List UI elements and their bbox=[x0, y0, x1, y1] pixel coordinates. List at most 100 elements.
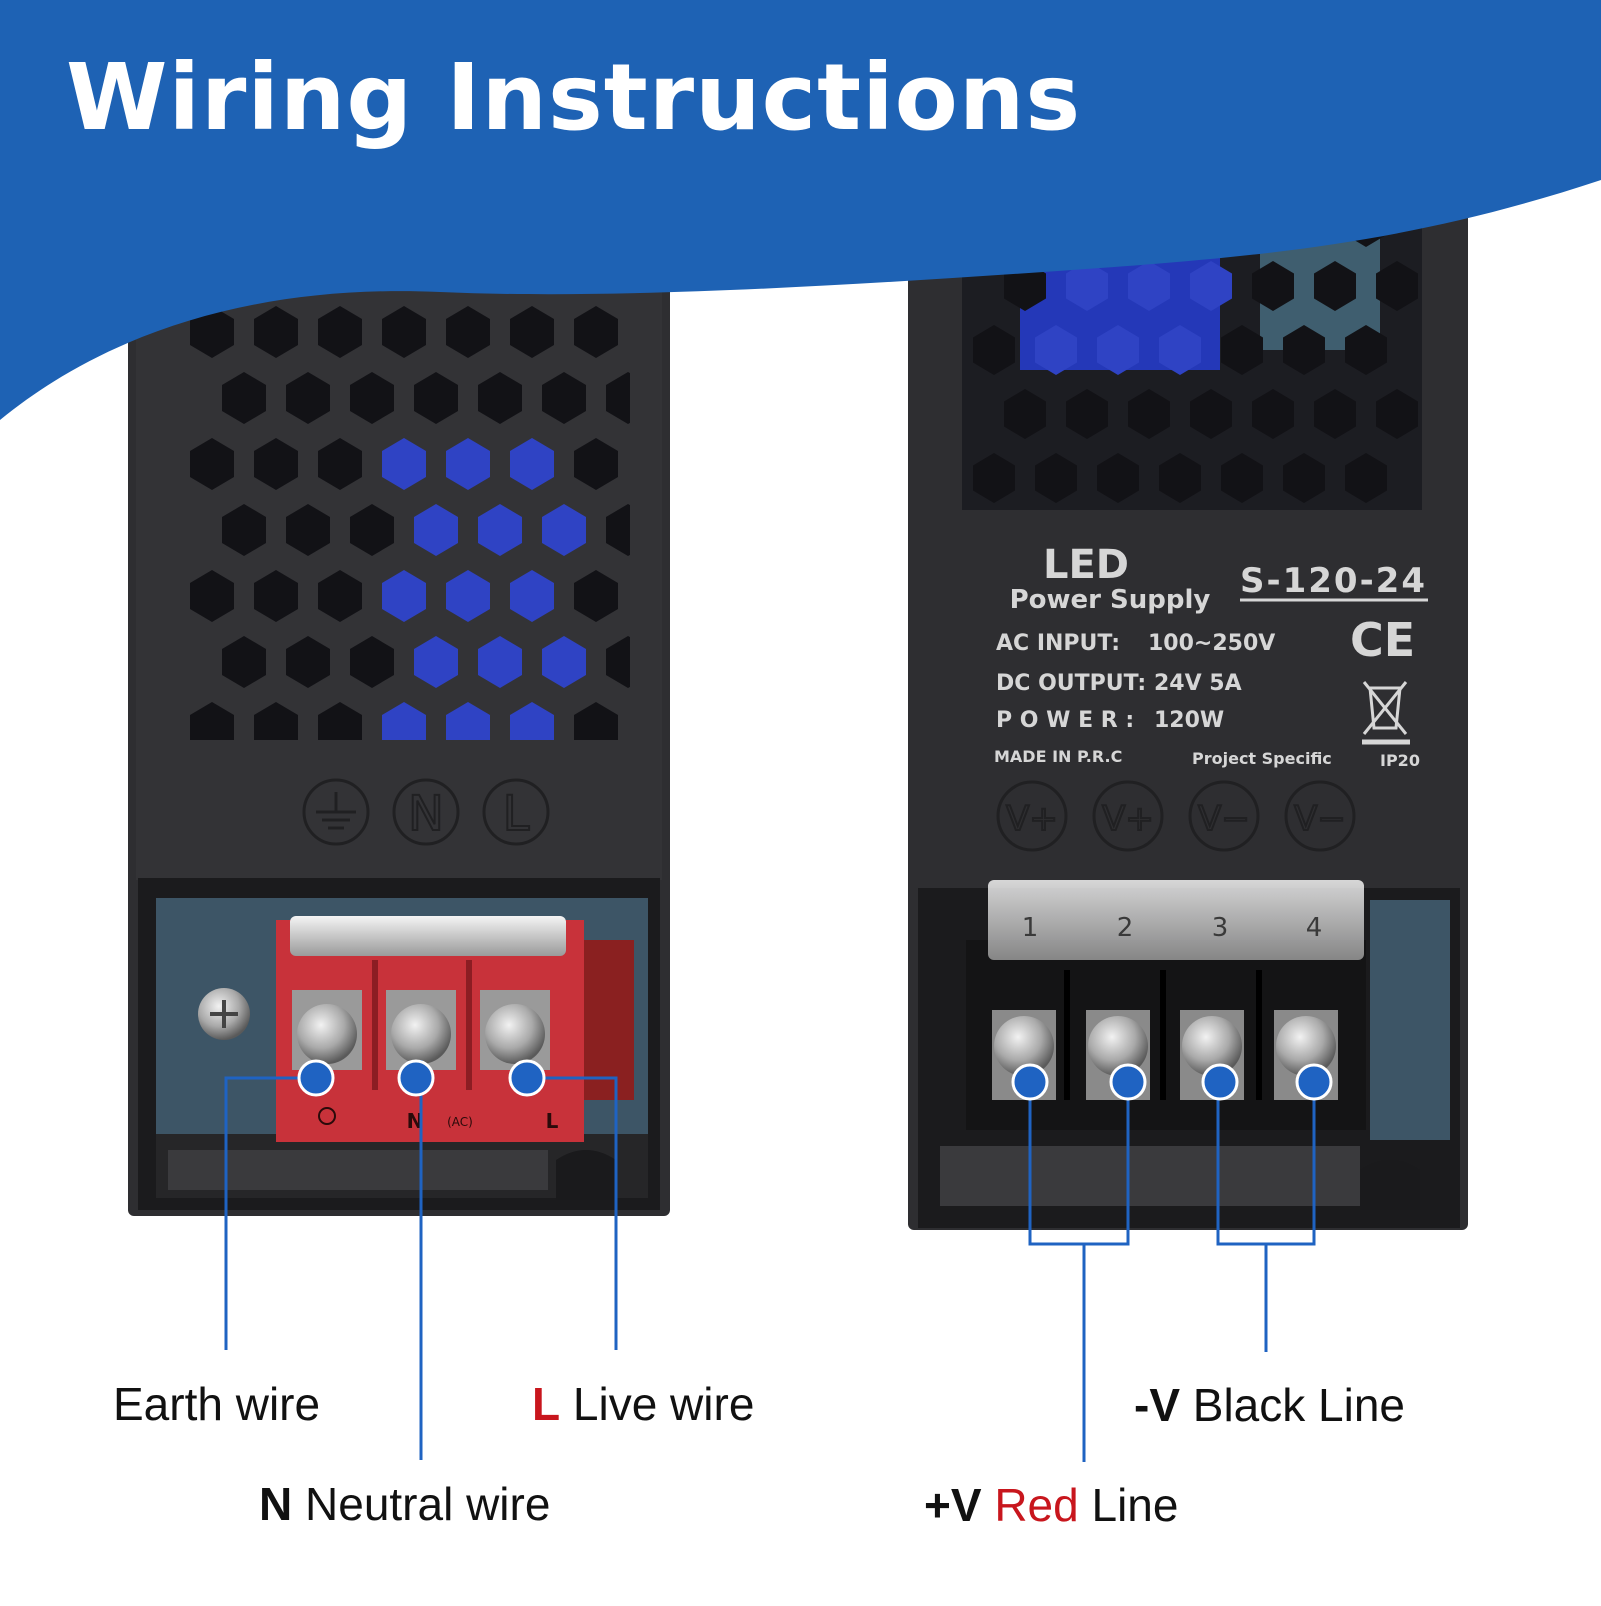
mark-v-plus-1: V+ bbox=[1006, 799, 1058, 839]
vent-hole bbox=[1066, 389, 1108, 439]
minus-v-label: -V Black Line bbox=[1134, 1382, 1405, 1428]
vent-hole bbox=[1128, 389, 1170, 439]
vent-hole bbox=[606, 372, 630, 424]
block-mark-n: N bbox=[407, 1109, 424, 1133]
v-plus-screw-2 bbox=[1088, 1016, 1148, 1076]
earth-leader-line bbox=[224, 1076, 327, 1350]
vent-hole bbox=[446, 570, 490, 622]
plus-v-label: +V Red Line bbox=[924, 1482, 1178, 1528]
v-plus-dot-2 bbox=[1109, 1063, 1147, 1101]
vent-hole bbox=[382, 570, 426, 622]
label-ac-input-value: 100~250V bbox=[1148, 631, 1275, 656]
vent-hole bbox=[1283, 325, 1325, 375]
v-minus-screw-2 bbox=[1276, 1016, 1336, 1076]
vent-hole bbox=[478, 372, 522, 424]
neutral-dot bbox=[397, 1059, 435, 1097]
mark-v-plus-2: V+ bbox=[1102, 799, 1154, 839]
vent-hole bbox=[1190, 389, 1232, 439]
vent-hole bbox=[382, 306, 426, 358]
callout-lines bbox=[224, 1060, 1316, 1462]
label-ip: IP20 bbox=[1380, 751, 1420, 770]
vent-hole bbox=[510, 438, 554, 490]
vent-hole bbox=[1128, 261, 1170, 311]
vent-hole bbox=[1283, 453, 1325, 503]
plus-v-prefix: +V bbox=[924, 1479, 982, 1531]
vent-hole bbox=[510, 306, 554, 358]
label-dc-output: DC OUTPUT: bbox=[996, 671, 1146, 696]
vent-hole bbox=[1035, 325, 1077, 375]
vent-hole bbox=[414, 372, 458, 424]
vent-hole bbox=[542, 636, 586, 688]
cover-num-2: 2 bbox=[1117, 913, 1134, 943]
left-terminal-block: N (AC) L bbox=[276, 916, 634, 1142]
left-terminal-markings: N L bbox=[302, 778, 550, 846]
vent-hole bbox=[350, 372, 394, 424]
earth-wire-label: Earth wire bbox=[113, 1381, 320, 1427]
right-terminal-markings bbox=[996, 780, 1356, 852]
vent-hole bbox=[190, 306, 234, 358]
vent-hole bbox=[222, 372, 266, 424]
vent-hole bbox=[1066, 261, 1108, 311]
cover-num-1: 1 bbox=[1022, 913, 1039, 943]
ce-mark: CE bbox=[1350, 613, 1415, 667]
vent-hole bbox=[1159, 453, 1201, 503]
label-led: LED bbox=[1043, 542, 1129, 588]
label-project: Project Specific bbox=[1192, 749, 1332, 768]
plus-v-text: Line bbox=[1078, 1479, 1179, 1531]
vent-hole bbox=[318, 702, 362, 740]
left-mark-n: N bbox=[408, 786, 444, 842]
vent-hole bbox=[1004, 389, 1046, 439]
page-title: Wiring Instructions bbox=[66, 44, 1082, 151]
label-ac-input: AC INPUT: bbox=[996, 631, 1120, 656]
label-power-supply: Power Supply bbox=[1010, 585, 1211, 615]
v-minus-dot-2 bbox=[1295, 1063, 1333, 1101]
label-model: S-120-24 bbox=[1240, 561, 1427, 601]
vent-hole bbox=[574, 438, 618, 490]
vent-hole bbox=[318, 438, 362, 490]
vent-hole bbox=[1252, 389, 1294, 439]
vent-hole bbox=[574, 570, 618, 622]
vent-hole bbox=[973, 325, 1015, 375]
vent-hole bbox=[318, 306, 362, 358]
vent-hole bbox=[1376, 389, 1418, 439]
live-screw bbox=[485, 1004, 545, 1064]
vent-hole bbox=[1314, 261, 1356, 311]
earth-screw bbox=[297, 1004, 357, 1064]
minus-v-prefix: -V bbox=[1134, 1379, 1180, 1431]
vent-hole bbox=[1345, 325, 1387, 375]
vent-hole bbox=[1190, 261, 1232, 311]
vent-hole bbox=[574, 306, 618, 358]
vent-hole bbox=[190, 570, 234, 622]
vent-hole bbox=[973, 453, 1015, 503]
block-mark-ac: (AC) bbox=[447, 1115, 473, 1129]
vent-hole bbox=[350, 504, 394, 556]
mark-v-minus-2: V− bbox=[1294, 799, 1346, 839]
vent-hole bbox=[1345, 453, 1387, 503]
vent-hole bbox=[254, 702, 298, 740]
label-made-in: MADE IN P.R.C bbox=[994, 747, 1122, 766]
vent-hole bbox=[318, 570, 362, 622]
minus-v-text: Black Line bbox=[1180, 1379, 1406, 1431]
neutral-screw bbox=[391, 1004, 451, 1064]
plus-v-red-text: Red bbox=[981, 1479, 1079, 1531]
vent-hole bbox=[222, 504, 266, 556]
vent-hole bbox=[1097, 453, 1139, 503]
live-leader-line bbox=[535, 1076, 618, 1350]
left-clear-cover bbox=[290, 916, 566, 956]
vent-hole bbox=[222, 636, 266, 688]
vent-hole bbox=[510, 702, 554, 740]
vent-hole bbox=[382, 702, 426, 740]
spec-label: LED Power Supply S-120-24 AC INPUT: 100~… bbox=[994, 542, 1428, 770]
vent-hole bbox=[446, 702, 490, 740]
vent-hole bbox=[446, 306, 490, 358]
vent-hole bbox=[606, 504, 630, 556]
vent-hole bbox=[1376, 261, 1418, 311]
neutral-wire-text: Neutral wire bbox=[292, 1478, 551, 1530]
vent-hole bbox=[446, 438, 490, 490]
earth-ground-icon bbox=[316, 792, 356, 830]
vent-hole bbox=[1221, 453, 1263, 503]
vent-hole bbox=[382, 438, 426, 490]
earth-dot bbox=[297, 1059, 335, 1097]
vent-hole bbox=[190, 702, 234, 740]
